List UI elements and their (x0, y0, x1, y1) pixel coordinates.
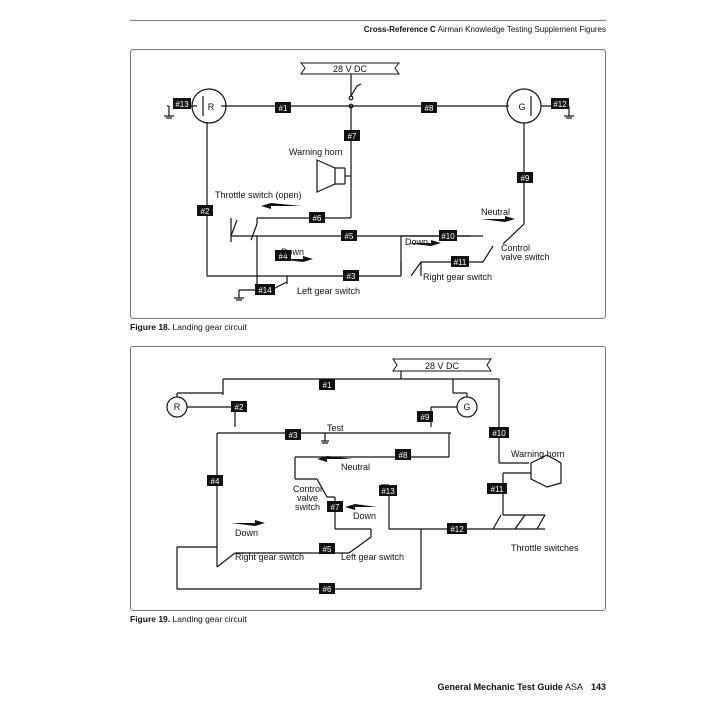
f18-wire-8: #8 (425, 104, 434, 113)
figure-18-box: #13 #1 #8 #12 #7 #9 #2 #6 #5 #10 #4 #11 … (130, 49, 606, 319)
figure-18-diagram: #13 #1 #8 #12 #7 #9 #2 #6 #5 #10 #4 #11 … (164, 62, 574, 301)
f19-down-label-b: Down (353, 511, 376, 521)
f19-right-gear-label: Right gear switch (235, 552, 304, 562)
f19-test-label: Test (327, 423, 344, 433)
footer-title: General Mechanic Test Guide (437, 682, 563, 692)
f19-wire-12: #12 (450, 525, 464, 534)
f19-power-label: 28 V DC (425, 361, 460, 371)
f19-wire-11: #11 (491, 485, 504, 494)
f18-wire-10: #10 (441, 232, 455, 241)
f19-wire-4: #4 (211, 477, 220, 486)
f18-down-label-b: Down (405, 237, 428, 247)
f18-control-valve-label-2: valve switch (501, 252, 550, 262)
header-rule (130, 20, 606, 21)
f19-control-valve-label-2: valve (297, 493, 318, 503)
f19-wire-3: #3 (289, 431, 298, 440)
header-subtitle: Airman Knowledge Testing Supplement Figu… (437, 25, 606, 34)
f19-throttle-label: Throttle switches (511, 543, 579, 553)
f19-down-label-a: Down (235, 528, 258, 538)
f18-wire-7: #7 (348, 132, 357, 141)
f19-wire-13: #13 (381, 487, 395, 496)
f19-neutral-label: Neutral (341, 462, 370, 472)
f18-warning-horn-label: Warning horn (289, 147, 343, 157)
f18-control-valve-label-1: Control (501, 243, 530, 253)
f19-control-valve-label-1: Control (293, 484, 322, 494)
f18-power-label: 28 V DC (333, 64, 368, 74)
figure-18-caption: Figure 18. Landing gear circuit (130, 322, 247, 332)
f18-g-lamp: G (518, 102, 525, 112)
f18-wire-6: #6 (313, 214, 322, 223)
f18-down-label-a: Down (281, 247, 304, 257)
f18-wire-14: #14 (258, 286, 272, 295)
f19-g-lamp: G (463, 402, 470, 412)
f18-r-lamp: R (208, 102, 215, 112)
f19-warning-horn-label: Warning horn (511, 449, 565, 459)
f19-wire-8: #8 (399, 451, 408, 460)
figure-19-diagram: #1 #2 #9 #3 #10 #8 #4 #11 #13 #7 #12 #5 … (166, 358, 579, 594)
f18-wire-1: #1 (279, 104, 288, 113)
f18-wire-13: #13 (175, 100, 189, 109)
f19-control-valve-label-3: switch (295, 502, 320, 512)
f19-wire-2: #2 (235, 403, 244, 412)
f19-wire-1: #1 (323, 381, 332, 390)
f19-wire-6: #6 (323, 585, 332, 594)
f18-wire-5: #5 (345, 232, 354, 241)
header-section: Cross-Reference C (363, 25, 436, 34)
f18-wire-9: #9 (521, 174, 530, 183)
f19-wire-5: #5 (323, 545, 332, 554)
f18-wire-4: #4 (279, 252, 288, 261)
f18-wire-2: #2 (201, 207, 210, 216)
f18-left-gear-label: Left gear switch (297, 286, 360, 296)
f19-left-gear-label: Left gear switch (341, 552, 404, 562)
f19-r-lamp: R (174, 402, 181, 412)
f18-throttle-label: Throttle switch (open) (215, 190, 302, 200)
figure-19-box: #1 #2 #9 #3 #10 #8 #4 #11 #13 #7 #12 #5 … (130, 346, 606, 611)
f18-neutral-label: Neutral (481, 207, 510, 217)
f18-right-gear-label: Right gear switch (423, 272, 492, 282)
running-header: Cross-Reference C Airman Knowledge Testi… (364, 25, 606, 34)
page-number: 143 (590, 682, 606, 692)
f19-wire-10: #10 (492, 429, 506, 438)
f19-wire-7: #7 (331, 503, 340, 512)
f18-wire-12: #12 (553, 100, 567, 109)
f19-wire-9: #9 (421, 413, 430, 422)
f18-wire-3: #3 (347, 272, 356, 281)
figure-19-caption: Figure 19. Landing gear circuit (130, 614, 247, 624)
footer-publisher: ASA (564, 682, 583, 692)
f18-wire-11: #11 (454, 258, 467, 267)
page-footer: General Mechanic Test Guide ASA 143 (438, 682, 606, 692)
